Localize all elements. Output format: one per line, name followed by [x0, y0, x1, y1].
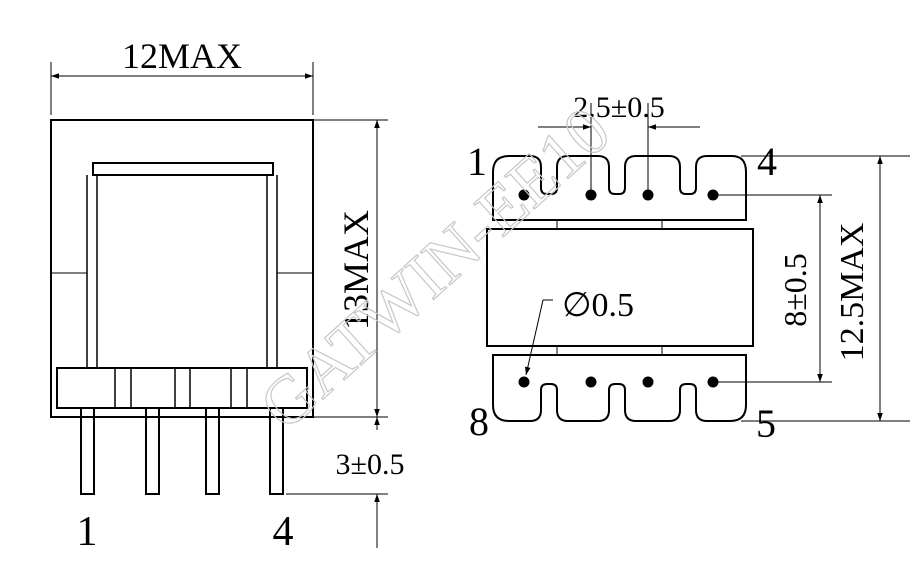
- hole-leader-line: [525, 299, 544, 376]
- hole-dimension-label: ∅0.5: [562, 287, 634, 324]
- pin-1: [80, 407, 95, 495]
- pin-2: [145, 407, 160, 495]
- bottom-pin-label-8: 8: [469, 399, 489, 444]
- pin-hole-8: [518, 376, 530, 388]
- overall-dimension-label: 12.5MAX: [834, 223, 871, 362]
- width-dimension-label: 12MAX: [122, 36, 242, 76]
- pin-hole-1: [518, 189, 530, 201]
- core-body: [96, 174, 268, 369]
- pin-3: [205, 407, 220, 495]
- bobbin-base: [56, 367, 308, 409]
- pin-hole-7: [585, 376, 597, 388]
- pitch-dimension-label: 2.5±0.5: [573, 91, 664, 124]
- side-pin-label-4: 4: [273, 509, 294, 555]
- row-spacing-label: 8±0.5: [777, 253, 813, 327]
- pin-length-label: 3±0.5: [336, 448, 405, 481]
- transformer-body-outline: [50, 119, 314, 418]
- pin-4: [269, 407, 284, 495]
- bottom-view-core: [486, 228, 754, 347]
- pin-hole-6: [642, 376, 654, 388]
- bottom-pin-label-1: 1: [467, 139, 487, 184]
- bottom-pin-row-outline: [492, 354, 747, 422]
- bottom-pin-label-4: 4: [757, 139, 777, 184]
- watermark-text: GATWIN-EE10: [245, 92, 624, 444]
- top-pin-row-outline: [492, 155, 747, 221]
- core-top-cap: [92, 162, 274, 176]
- bottom-view: 2.5±0.5 ∅0.5 8±0.5 12.5MAX 1 4 8 5: [467, 91, 910, 446]
- bottom-pin-label-5: 5: [756, 401, 776, 446]
- height-dimension-label: 13MAX: [336, 210, 376, 330]
- side-view: 12MAX 13MAX 3±0.5 1 4: [50, 36, 405, 555]
- side-pin-label-1: 1: [77, 509, 98, 555]
